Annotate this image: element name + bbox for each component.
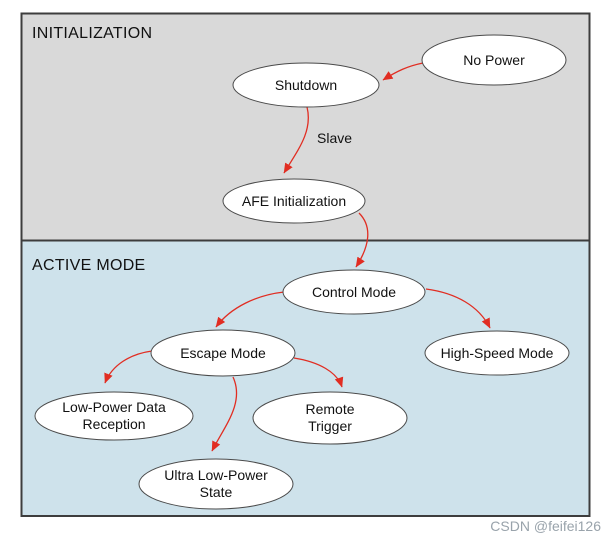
- node-high-speed-mode-label: High-Speed Mode: [441, 345, 554, 361]
- edge-no-power-to-shutdown: [382, 62, 424, 81]
- node-remote-trigger-label-line1: Remote: [305, 401, 354, 417]
- node-ultra-low-power-state-label-line2: State: [200, 484, 233, 500]
- node-afe-initialization-ellipse: [222, 178, 366, 224]
- node-afe-initialization: AFE Initialization: [222, 178, 366, 224]
- watermark: CSDN @feifei126: [490, 518, 601, 534]
- node-shutdown-label: Shutdown: [275, 77, 337, 93]
- node-ultra-low-power-state-ellipse: [138, 458, 294, 510]
- node-high-speed-mode: High-Speed Mode: [424, 330, 570, 376]
- node-shutdown: Shutdown: [232, 62, 380, 108]
- node-escape-mode-ellipse: [150, 329, 296, 377]
- node-control-mode-label: Control Mode: [312, 284, 396, 300]
- section-active-mode-label: ACTIVE MODE: [32, 257, 146, 274]
- edge-escape-mode-to-remote-trigger: [293, 357, 344, 388]
- node-shutdown-ellipse: [232, 62, 380, 108]
- node-escape-mode-label: Escape Mode: [180, 345, 266, 361]
- edge-control-mode-to-high-speed-mode: [425, 288, 491, 329]
- edge-label-slave: Slave: [317, 130, 352, 146]
- node-low-power-data-reception-label-line2: Reception: [82, 416, 145, 432]
- node-remote-trigger-label-line2: Trigger: [308, 418, 352, 434]
- node-control-mode: Control Mode: [282, 269, 426, 315]
- edge-afe-initialization-to-control-mode: [355, 212, 369, 268]
- node-no-power-label: No Power: [463, 52, 525, 68]
- edge-escape-mode-to-ultra-low-power-state: [211, 376, 238, 452]
- node-low-power-data-reception: Low-Power Data Reception: [34, 391, 194, 441]
- edge-escape-mode-to-low-power-data-reception: [104, 350, 153, 384]
- node-no-power-ellipse: [421, 34, 567, 86]
- edge-shutdown-to-afe-initialization: [283, 106, 309, 174]
- node-high-speed-mode-ellipse: [424, 330, 570, 376]
- edge-control-mode-to-escape-mode: [215, 291, 285, 328]
- node-low-power-data-reception-ellipse: [34, 391, 194, 441]
- node-ultra-low-power-state: Ultra Low-Power State: [138, 458, 294, 510]
- node-ultra-low-power-state-label-line1: Ultra Low-Power: [164, 467, 268, 483]
- node-low-power-data-reception-label-line1: Low-Power Data: [62, 399, 166, 415]
- node-afe-initialization-label: AFE Initialization: [242, 193, 346, 209]
- section-initialization-label: INITIALIZATION: [32, 25, 152, 42]
- node-control-mode-ellipse: [282, 269, 426, 315]
- node-remote-trigger: Remote Trigger: [252, 391, 408, 445]
- node-remote-trigger-ellipse: [252, 391, 408, 445]
- node-escape-mode: Escape Mode: [150, 329, 296, 377]
- node-no-power: No Power: [421, 34, 567, 86]
